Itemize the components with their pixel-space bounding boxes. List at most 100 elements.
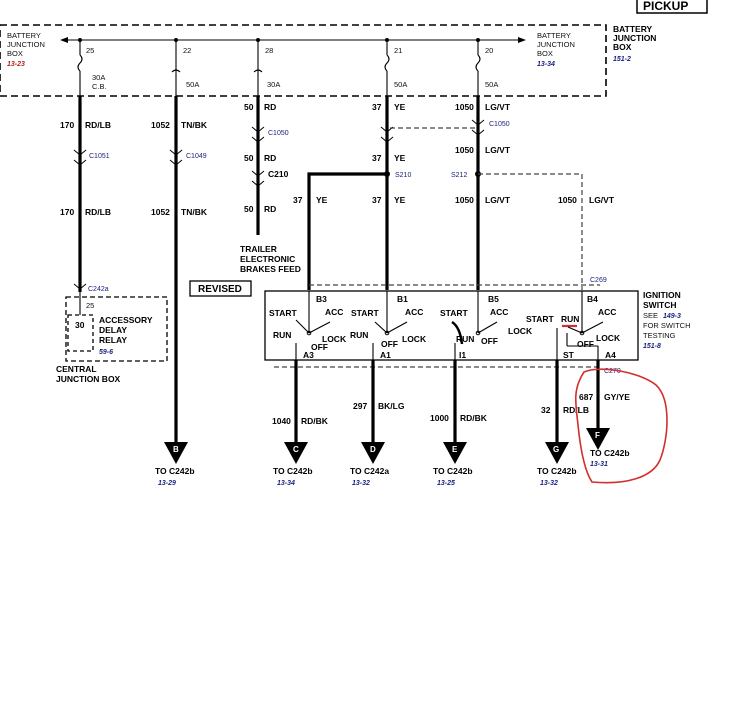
trailer-label: TRAILER ELECTRONIC BRAKES FEED [240, 244, 301, 274]
svg-text:C.B.: C.B. [92, 82, 107, 91]
svg-text:B5: B5 [488, 294, 499, 304]
svg-text:1050: 1050 [455, 195, 474, 205]
output-arrow-B: B TO C242b 13-29 [155, 442, 195, 487]
svg-text:50: 50 [244, 204, 254, 214]
svg-text:START: START [526, 314, 555, 324]
svg-text:59-6: 59-6 [99, 349, 113, 356]
svg-text:JUNCTION: JUNCTION [537, 40, 575, 49]
svg-text:TO C242a: TO C242a [350, 466, 389, 476]
svg-text:13-34: 13-34 [277, 480, 295, 487]
svg-text:RD: RD [264, 153, 276, 163]
output-arrow-D: D TO C242a 13-32 [350, 442, 389, 487]
svg-text:687: 687 [579, 392, 593, 402]
switch-group-4: START RUN ACC OFF LOCK ST A4 [526, 291, 621, 360]
svg-text:TO C242b: TO C242b [537, 466, 577, 476]
svg-text:JUNCTION: JUNCTION [7, 40, 45, 49]
svg-text:30A: 30A [92, 73, 105, 82]
svg-text:28: 28 [265, 46, 273, 55]
svg-text:TN/BK: TN/BK [181, 207, 208, 217]
svg-text:RD/LB: RD/LB [85, 207, 111, 217]
svg-text:25: 25 [86, 46, 94, 55]
svg-text:START: START [269, 308, 298, 318]
svg-text:RELAY: RELAY [99, 335, 127, 345]
output-wire-1040: 1040 RD/BK [272, 360, 329, 442]
svg-text:B3: B3 [316, 294, 327, 304]
svg-text:13-32: 13-32 [540, 480, 558, 487]
svg-text:CENTRAL: CENTRAL [56, 364, 97, 374]
c269-label: C269 [590, 277, 607, 284]
svg-text:1052: 1052 [151, 207, 170, 217]
svg-text:13-25: 13-25 [437, 480, 455, 487]
svg-text:LG/VT: LG/VT [485, 145, 511, 155]
svg-text:OFF: OFF [381, 339, 398, 349]
svg-text:22: 22 [183, 46, 191, 55]
svg-text:37: 37 [293, 195, 303, 205]
fuse-20: 20 50A [475, 38, 498, 96]
svg-text:OFF: OFF [577, 339, 594, 349]
svg-text:RUN: RUN [350, 330, 368, 340]
svg-text:RD/LB: RD/LB [85, 120, 111, 130]
svg-text:S212: S212 [451, 172, 467, 179]
svg-text:149-3: 149-3 [663, 313, 681, 320]
svg-text:170: 170 [60, 207, 74, 217]
svg-text:C: C [293, 445, 299, 454]
svg-text:BOX: BOX [537, 49, 553, 58]
svg-text:BK/LG: BK/LG [378, 401, 405, 411]
svg-text:1050: 1050 [455, 102, 474, 112]
svg-text:50: 50 [244, 153, 254, 163]
svg-text:START: START [440, 308, 469, 318]
svg-text:GY/YE: GY/YE [604, 392, 630, 402]
svg-text:13-23: 13-23 [7, 61, 25, 68]
svg-text:DELAY: DELAY [99, 325, 127, 335]
wire-37: 37 YE 37 YE S210 37 YE 37 YE [293, 96, 478, 290]
svg-text:ACC: ACC [490, 307, 508, 317]
output-arrow-F: F TO C242b 13-31 [586, 428, 630, 468]
svg-text:YE: YE [394, 195, 406, 205]
red-annotation-circle [574, 368, 668, 484]
bus-bar [60, 37, 526, 43]
svg-text:YE: YE [394, 102, 406, 112]
svg-text:S210: S210 [395, 172, 411, 179]
ignition-switch: B3 B1 B5 B4 START RUN ACC OFF LOCK A3 ST… [264, 290, 639, 361]
svg-text:ACC: ACC [598, 307, 616, 317]
svg-text:170: 170 [60, 120, 74, 130]
svg-text:1000: 1000 [430, 413, 449, 423]
svg-text:D: D [370, 445, 376, 454]
svg-text:C242a: C242a [88, 286, 109, 293]
svg-text:BATTERY: BATTERY [7, 31, 41, 40]
svg-text:B: B [173, 445, 179, 454]
fuse-21: 21 50A [384, 38, 407, 96]
svg-text:TRAILER: TRAILER [240, 244, 277, 254]
svg-text:LG/VT: LG/VT [485, 102, 511, 112]
svg-text:13-34: 13-34 [537, 61, 555, 68]
output-wire-297: 297 BK/LG [353, 360, 405, 442]
svg-text:37: 37 [372, 195, 382, 205]
ignition-switch-label: IGNITION SWITCH SEE 149-3 FOR SWITCH TES… [643, 290, 691, 350]
pickup-label: PICKUP [636, 0, 708, 14]
svg-text:JUNCTION BOX: JUNCTION BOX [56, 374, 121, 384]
wire-1050: 1050 LG/VT C1050 1050 LG/VT S212 1050 LG… [451, 96, 615, 290]
svg-text:SEE: SEE [643, 311, 658, 320]
svg-text:RD/BK: RD/BK [460, 413, 488, 423]
svg-text:25: 25 [86, 301, 94, 310]
svg-text:37: 37 [372, 102, 382, 112]
svg-text:TO C242b: TO C242b [433, 466, 473, 476]
accessory-delay-relay: 25 30 ACCESSORY DELAY RELAY 59-6 [65, 292, 168, 362]
svg-text:A4: A4 [605, 350, 616, 360]
svg-text:RUN: RUN [273, 330, 291, 340]
svg-text:ACC: ACC [405, 307, 423, 317]
fuse-25: 25 30A C.B. [77, 38, 107, 96]
svg-text:1040: 1040 [272, 416, 291, 426]
output-wire-687: 687 GY/YE [579, 360, 630, 430]
svg-text:C1051: C1051 [89, 153, 110, 160]
svg-text:LOCK: LOCK [402, 334, 427, 344]
svg-text:30A: 30A [267, 80, 280, 89]
ignition-top-pins: B3 B1 B5 B4 [316, 294, 598, 304]
svg-text:TO C242b: TO C242b [155, 466, 195, 476]
svg-text:ACCESSORY: ACCESSORY [99, 315, 153, 325]
bjb-right-label: BATTERY JUNCTION BOX 13-34 [537, 31, 575, 68]
svg-text:PICKUP: PICKUP [643, 0, 688, 13]
svg-text:LOCK: LOCK [596, 333, 621, 343]
svg-text:C1050: C1050 [268, 130, 289, 137]
